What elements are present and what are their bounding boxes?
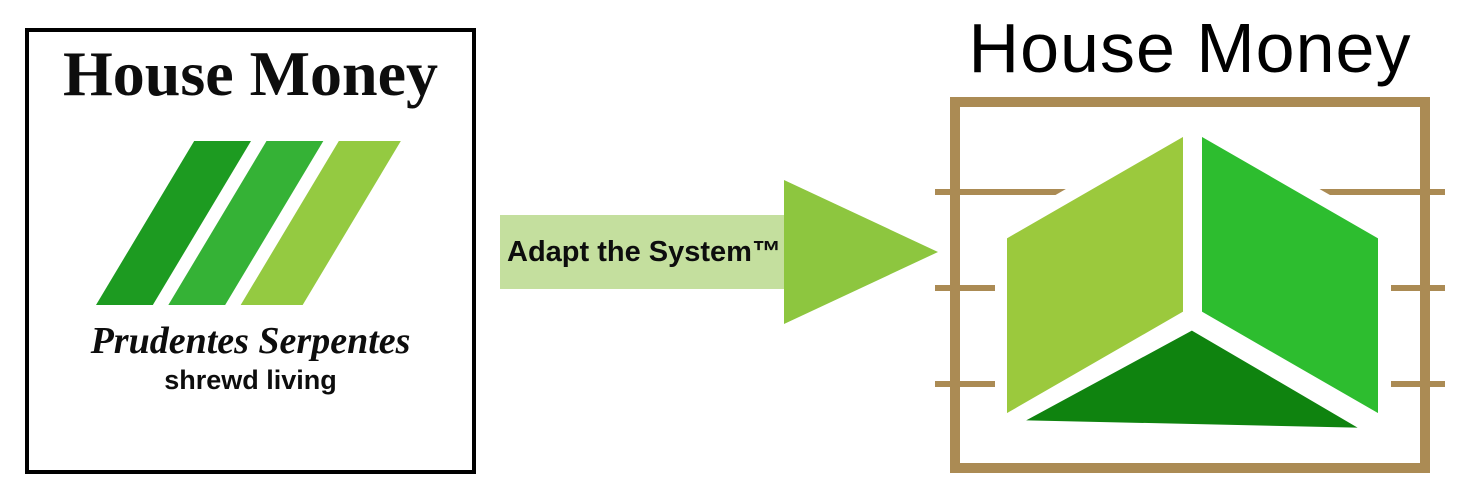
stripe-light-icon [240,140,401,305]
house-right-face [1194,123,1386,427]
transition-arrow-shaft: Adapt the System™ [500,215,784,289]
house-left-face [999,123,1191,427]
old-logo-card: House Money Prudentes Serpentes shrewd l… [25,28,476,474]
old-logo-motto-english: shrewd living [164,364,337,395]
house-bottom-face [995,321,1389,437]
new-logo-title: House Money [968,9,1412,87]
old-logo-title: House Money [62,38,439,109]
new-logo-house-icon [935,97,1445,473]
transition-arrow-label: Adapt the System™ [507,235,781,268]
old-logo-motto-latin: Prudentes Serpentes [90,319,411,362]
old-logo-stripes-icon [95,140,401,305]
transition-arrow-head-icon [784,180,938,324]
stripe-mid-icon [167,140,323,305]
stripe-dark-icon [95,140,251,305]
logo-frame [950,97,1430,473]
